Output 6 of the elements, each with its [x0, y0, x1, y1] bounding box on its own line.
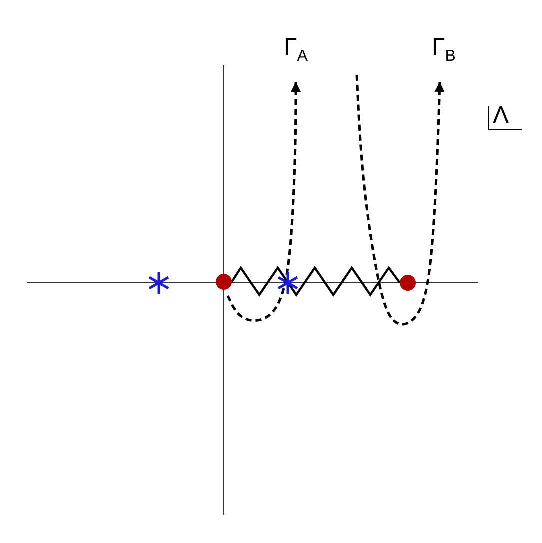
zigzag-line — [231, 266, 401, 297]
pole-dot — [216, 274, 232, 290]
pole-dot — [400, 275, 416, 291]
math-label: Γ$_{B}$ — [432, 36, 456, 65]
math-label: Λ — [493, 104, 510, 128]
math-label: Γ$_{A}$ — [284, 36, 308, 65]
